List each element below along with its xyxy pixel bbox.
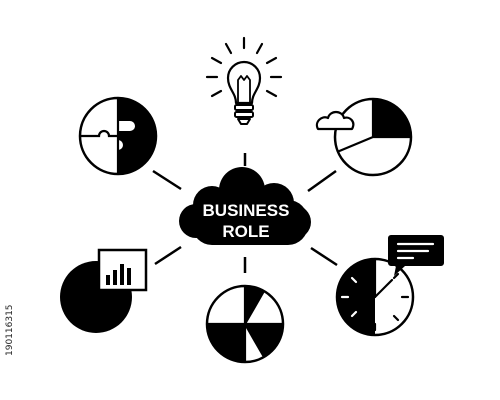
connector-lines [152, 153, 338, 273]
center-cloud: BUSINESS ROLE [179, 167, 311, 245]
connector-problem-solving [152, 169, 182, 191]
lightbulb-icon [205, 36, 283, 125]
puzzle-circle-icon [78, 96, 158, 176]
connector-communication [310, 246, 338, 267]
connector-analytics [307, 169, 337, 193]
stock-image-id: 190116315 [5, 304, 15, 356]
bar-chart-board-icon [60, 248, 148, 333]
center-label-line1: BUSINESS [203, 201, 290, 220]
clock-chat-icon [335, 235, 444, 337]
pie-chart-icon [205, 284, 285, 364]
cloud-pie-chart-icon [315, 97, 413, 177]
center-label-line2: ROLE [222, 222, 269, 241]
connector-presentation [154, 245, 182, 266]
